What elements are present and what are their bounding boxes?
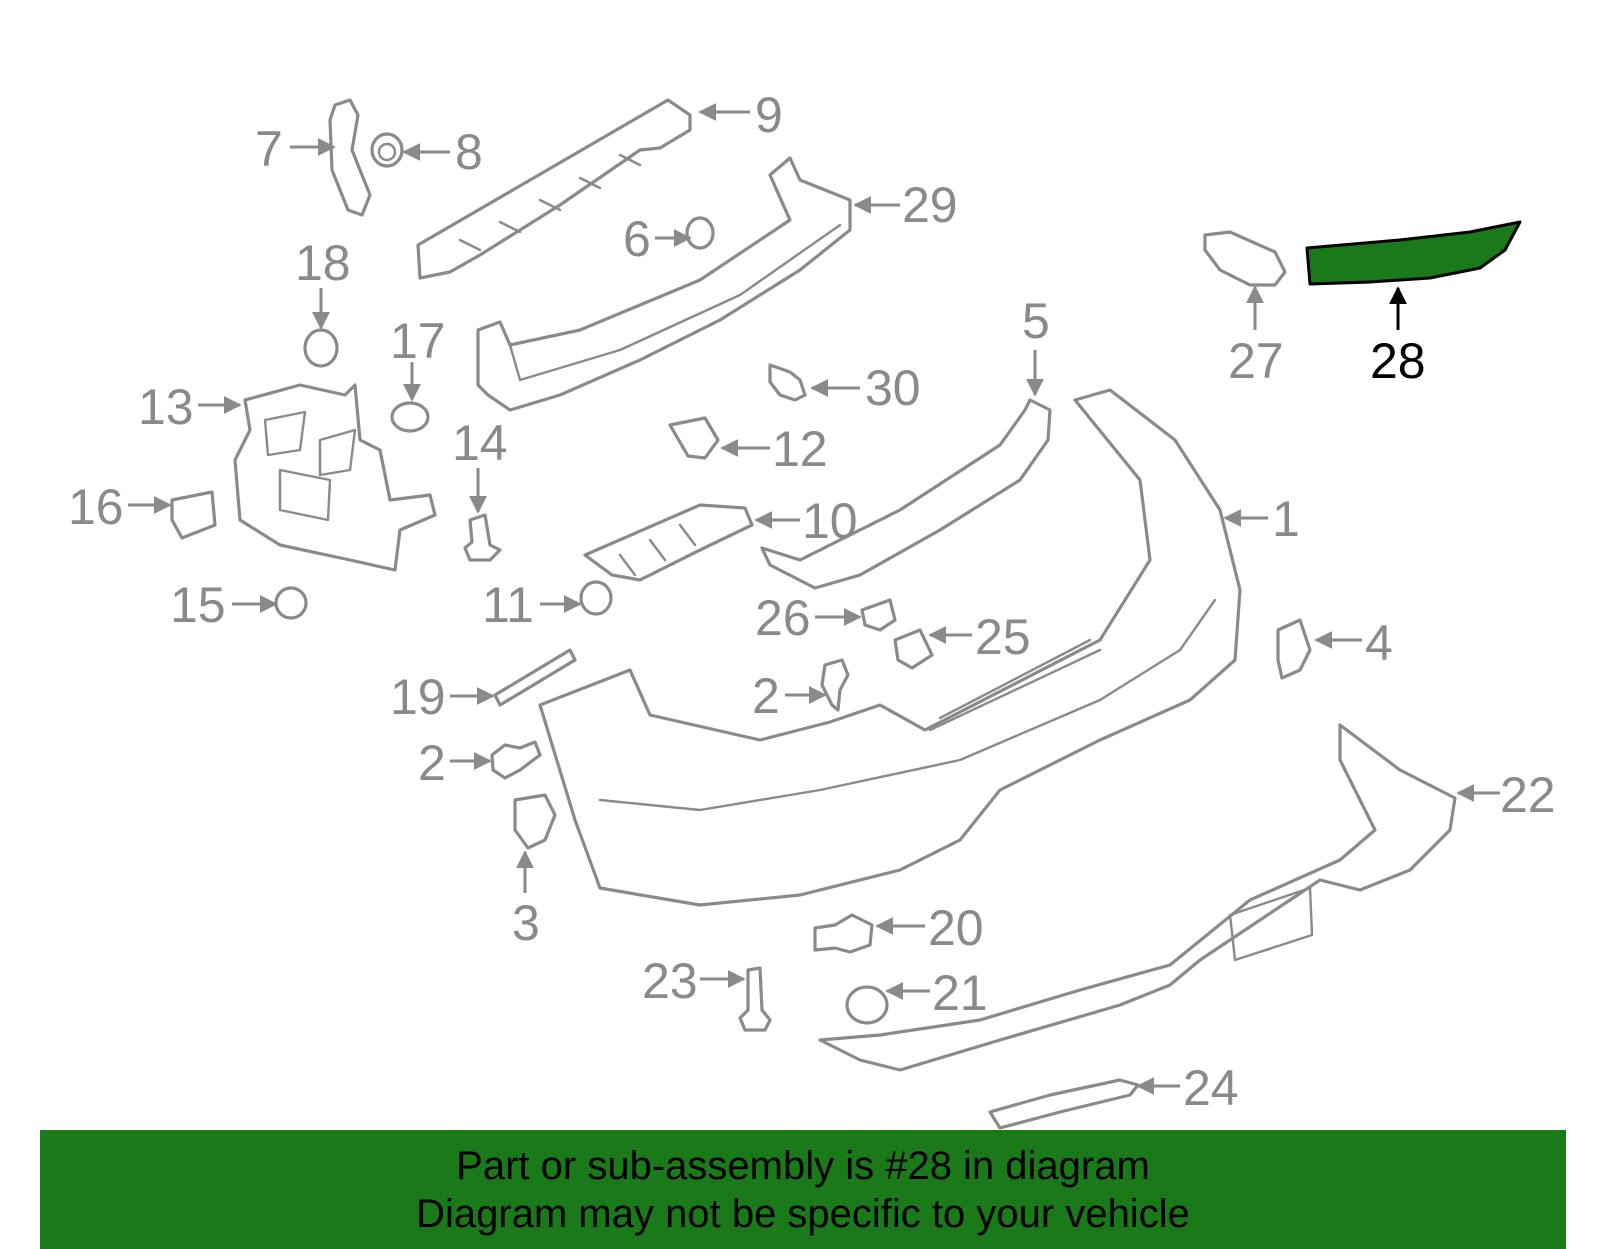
notice-banner: Part or sub-assembly is #28 in diagram D… — [40, 1130, 1566, 1249]
part-29-beam[interactable] — [476, 156, 852, 412]
callout-9: 8 — [455, 124, 483, 180]
callout-5: 5 — [1022, 293, 1050, 349]
part-9-nut[interactable] — [370, 132, 404, 168]
part-2-screw-b[interactable] — [490, 740, 542, 780]
part-10-guide[interactable] — [583, 503, 754, 582]
part-2-screw-a[interactable] — [820, 658, 850, 712]
callout-6: 9 — [755, 87, 783, 143]
callout-21: 21 — [932, 965, 988, 1021]
part-14-pushpin[interactable] — [463, 513, 502, 562]
callout-22: 22 — [1500, 767, 1556, 823]
part-12-clip[interactable] — [668, 416, 720, 460]
callout-2a: 2 — [752, 668, 780, 724]
callout-10: 10 — [802, 493, 858, 549]
callout-2b: 2 — [418, 735, 446, 791]
part-20-sensor[interactable] — [813, 913, 874, 954]
part-28-molding[interactable] — [1305, 220, 1522, 286]
part-4-bracket[interactable] — [1276, 618, 1312, 680]
part-22-valance[interactable] — [818, 723, 1457, 1072]
callout-4: 4 — [1365, 615, 1393, 671]
part-15-nut[interactable] — [274, 586, 308, 620]
callout-30: 30 — [865, 360, 921, 416]
callout-8: 7 — [255, 121, 283, 177]
callout-20: 20 — [928, 900, 984, 956]
callout-12: 12 — [772, 421, 828, 477]
callout-14: 14 — [452, 415, 508, 471]
callout-labels: 9 7 8 29 6 18 17 30 13 5 12 14 1 10 16 1… — [68, 87, 1556, 1116]
part-24-trim[interactable] — [988, 1078, 1140, 1130]
part-17-clip[interactable] — [390, 401, 430, 433]
part-3-clip[interactable] — [513, 793, 557, 850]
callout-28: 28 — [1370, 333, 1426, 389]
part-6-bracket[interactable] — [416, 98, 692, 280]
part-5-trim[interactable] — [760, 398, 1052, 590]
part-25-clip[interactable] — [893, 628, 934, 670]
notice-line-2: Diagram may not be specific to your vehi… — [416, 1191, 1190, 1236]
callout-24: 24 — [1183, 1060, 1239, 1116]
callout-23: 23 — [642, 953, 698, 1009]
part-23-bolt[interactable] — [738, 966, 772, 1032]
callout-18: 18 — [295, 235, 351, 291]
callout-13: 13 — [138, 379, 194, 435]
callout-26: 26 — [755, 590, 811, 646]
part-1-bumper-cover[interactable] — [538, 388, 1242, 907]
part-13-bracket[interactable] — [233, 383, 437, 572]
callout-17: 17 — [390, 313, 446, 369]
part-27-reflector[interactable] — [1203, 230, 1287, 287]
part-21-sensor-ring[interactable] — [845, 985, 889, 1025]
part-7-nut[interactable] — [685, 216, 715, 250]
notice-line-1: Part or sub-assembly is #28 in diagram — [456, 1143, 1150, 1188]
callout-27: 27 — [1228, 333, 1284, 389]
callout-15: 15 — [170, 577, 226, 633]
part-11-nut[interactable] — [579, 580, 613, 616]
part-26-clip[interactable] — [860, 598, 897, 632]
callout-7: 6 — [623, 211, 651, 267]
part-18-plug[interactable] — [303, 328, 339, 368]
part-8-bracket[interactable] — [328, 98, 372, 217]
callout-3: 3 — [512, 895, 540, 951]
part-30-bolt[interactable] — [768, 363, 807, 402]
callout-19: 19 — [390, 669, 446, 725]
callout-16: 16 — [68, 479, 124, 535]
leader-arrows — [128, 103, 1500, 1095]
callout-29: 29 — [902, 177, 958, 233]
part-16-clip[interactable] — [170, 490, 217, 540]
callout-25: 25 — [975, 609, 1031, 665]
part-19-strip[interactable] — [493, 648, 577, 707]
callout-11: 11 — [482, 577, 534, 633]
callout-1: 1 — [1272, 491, 1300, 547]
